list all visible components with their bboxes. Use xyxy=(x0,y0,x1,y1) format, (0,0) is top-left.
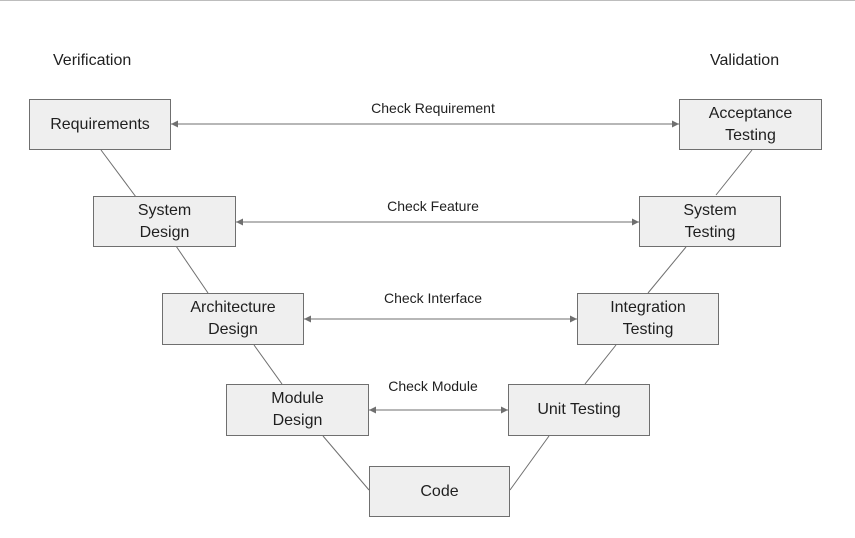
system-design-box: System Design xyxy=(93,196,236,247)
connector-code-unit-testing xyxy=(509,435,550,491)
connector-system-testing-acceptance-testing xyxy=(715,149,753,196)
architecture-design-box: Architecture Design xyxy=(162,293,304,345)
top-divider xyxy=(0,0,855,1)
verification-heading: Verification xyxy=(53,52,132,69)
check-feature-label: Check Feature xyxy=(387,198,479,214)
connector-module-design-code xyxy=(322,435,370,491)
acceptance-testing-box: Acceptance Testing xyxy=(679,99,822,150)
requirements-box: Requirements xyxy=(29,99,171,150)
check-module-label: Check Module xyxy=(388,378,478,394)
module-design-box: Module Design xyxy=(226,384,369,436)
code-box: Code xyxy=(369,466,510,517)
connector-unit-testing-integration-testing xyxy=(584,344,617,385)
check-requirement-label: Check Requirement xyxy=(371,100,495,116)
integration-testing-box: Integration Testing xyxy=(577,293,719,345)
connector-system-design-architecture-design xyxy=(175,245,209,294)
validation-heading: Validation xyxy=(710,52,780,69)
check-interface-label: Check Interface xyxy=(383,290,483,306)
connector-architecture-design-module-design xyxy=(253,344,283,385)
connector-requirements-system-design xyxy=(100,149,137,198)
connector-integration-testing-system-testing xyxy=(647,246,687,294)
unit-testing-box: Unit Testing xyxy=(508,384,650,436)
system-testing-box: System Testing xyxy=(639,196,781,247)
